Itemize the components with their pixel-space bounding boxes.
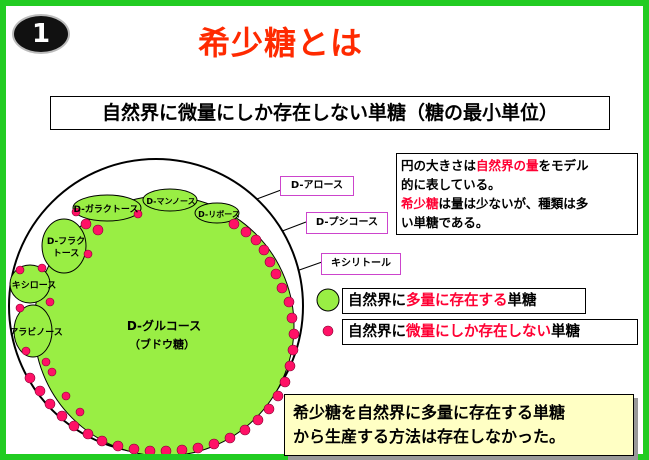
rare-dot bbox=[228, 218, 240, 230]
rare-dot bbox=[24, 372, 36, 384]
rare-dot bbox=[56, 410, 68, 422]
rare-dot bbox=[75, 407, 85, 417]
rare-dot bbox=[276, 282, 288, 294]
legend-text: 単糖 bbox=[551, 324, 580, 340]
rare-dot bbox=[15, 265, 25, 275]
rare-dot bbox=[128, 443, 140, 454]
rare-dot bbox=[82, 428, 94, 440]
note-line-3: 希少糖は量は少ないが、種類は多 bbox=[401, 194, 633, 213]
rare-dot bbox=[286, 312, 298, 324]
page-title: 希少糖とは bbox=[198, 24, 364, 62]
legend-text: 自然界に bbox=[348, 324, 406, 340]
rare-dot bbox=[288, 328, 300, 340]
rare-dot bbox=[96, 435, 108, 447]
sugar-circles-diagram: D-ガラクトース D-マンノース D-リボース D-フラク トース キシロース … bbox=[8, 158, 340, 454]
xylitol-callout: キシリトール bbox=[321, 253, 401, 275]
galactose-label: D-ガラクトース bbox=[74, 203, 139, 215]
rare-dot bbox=[61, 391, 71, 401]
psicose-callout: D-プシコース bbox=[306, 212, 388, 234]
rare-dot bbox=[283, 296, 295, 308]
legend-text: 単糖 bbox=[507, 293, 537, 309]
arabinose-circle bbox=[13, 304, 53, 358]
rare-dot bbox=[250, 234, 262, 246]
note-highlight: 希少糖 bbox=[401, 196, 439, 211]
rare-dot bbox=[44, 398, 56, 410]
note-line-2: 的に表している。 bbox=[401, 177, 501, 192]
rare-dot bbox=[37, 263, 47, 273]
rare-dot bbox=[133, 209, 143, 219]
rare-dot bbox=[240, 226, 252, 238]
allose-callout: D-アロース bbox=[280, 176, 354, 196]
rare-dot bbox=[224, 432, 236, 444]
glucose-label: D-グルコース bbox=[127, 318, 201, 333]
rare-dot bbox=[264, 256, 276, 268]
note-text: をモデル bbox=[538, 158, 589, 173]
fructose-label-2: トース bbox=[53, 248, 80, 259]
glucose-sublabel: （ブドウ糖） bbox=[129, 337, 195, 351]
rare-dot bbox=[176, 444, 188, 454]
ribose-label: D-リボース bbox=[198, 209, 240, 219]
legend-rare-marker bbox=[322, 325, 334, 337]
rare-dot bbox=[112, 440, 124, 452]
rare-dot bbox=[287, 344, 299, 356]
rare-dot bbox=[34, 385, 46, 397]
rare-dot bbox=[263, 403, 275, 415]
rare-dot bbox=[80, 218, 92, 230]
step-number-badge: 1 bbox=[12, 14, 70, 54]
legend-highlight: 微量にしか存在しない bbox=[406, 324, 551, 340]
note-text: は量は少ないが、種類は多 bbox=[438, 196, 589, 211]
conclusion-box: 希少糖を自然界に多量に存在する単糖 から生産する方法は存在しなかった。 bbox=[284, 394, 634, 456]
rare-dot bbox=[47, 367, 57, 377]
rare-dot bbox=[68, 420, 80, 432]
rare-dot bbox=[239, 424, 251, 436]
rare-dot bbox=[144, 445, 156, 454]
mannose-circle bbox=[142, 188, 198, 212]
note-line-4: い単糖である。 bbox=[401, 215, 489, 230]
conclusion-line-2: から生産する方法は存在しなかった。 bbox=[293, 427, 566, 446]
rare-dot bbox=[160, 445, 172, 454]
xylose-circle bbox=[9, 264, 51, 304]
rare-dot bbox=[45, 297, 55, 307]
legend-text: 自然界に bbox=[348, 293, 406, 309]
arabinose-label: アラビノース bbox=[9, 326, 63, 338]
rare-dot bbox=[41, 357, 51, 367]
legend-highlight: 多量に存在する bbox=[406, 293, 508, 309]
legend-rare: 自然界に微量にしか存在しない単糖 bbox=[342, 319, 638, 345]
rare-dot bbox=[252, 414, 264, 426]
fructose-circle bbox=[41, 218, 87, 274]
mannose-label: D-マンノース bbox=[146, 197, 195, 206]
rare-dot bbox=[92, 224, 104, 236]
ribose-circle bbox=[194, 202, 240, 224]
rare-dot bbox=[83, 249, 93, 259]
rare-dot bbox=[21, 346, 31, 356]
rare-dot bbox=[15, 303, 25, 313]
size-note-box: 円の大きさは自然界の量をモデル 的に表している。 希少糖は量は少ないが、種類は多… bbox=[396, 153, 638, 235]
conclusion-line-1: 希少糖を自然界に多量に存在する単糖 bbox=[293, 403, 566, 422]
rare-dot bbox=[270, 268, 282, 280]
rare-dot bbox=[284, 360, 296, 372]
galactose-circle bbox=[72, 194, 142, 222]
fructose-label-1: D-フラク bbox=[47, 236, 85, 247]
xylose-label: キシロース bbox=[12, 280, 57, 291]
note-highlight: 自然界の量 bbox=[476, 158, 539, 173]
note-text: 円の大きさは bbox=[401, 158, 477, 173]
rare-dot bbox=[258, 244, 270, 256]
rare-dot bbox=[279, 376, 291, 388]
rare-sugar-dots bbox=[15, 207, 300, 454]
legend-abundant-marker bbox=[316, 288, 340, 312]
rare-dot bbox=[71, 207, 81, 217]
subtitle-box: 自然界に微量にしか存在しない単糖（糖の最小単位） bbox=[50, 96, 610, 130]
rare-dot bbox=[192, 442, 204, 454]
legend-abundant: 自然界に多量に存在する単糖 bbox=[342, 288, 586, 314]
rare-dot bbox=[208, 438, 220, 450]
rare-dot bbox=[272, 390, 284, 402]
note-line-1: 円の大きさは自然界の量をモデル bbox=[401, 156, 633, 175]
